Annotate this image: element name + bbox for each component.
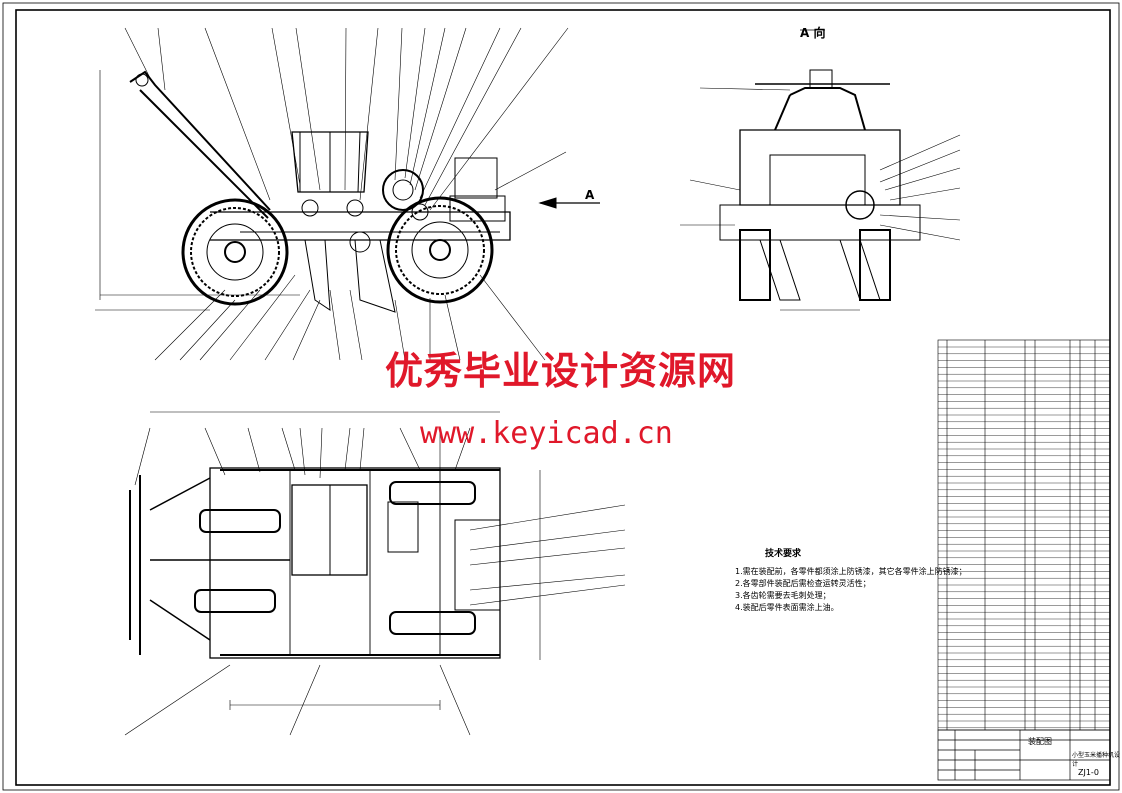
side-view — [95, 27, 600, 361]
tech-title: 技术要求 — [765, 549, 802, 559]
tech-item: 2.各零部件装配后需检查运转灵活性； — [735, 579, 871, 588]
parts-list-table — [937, 339, 1111, 731]
top-view — [124, 411, 626, 736]
tech-item: 1.需在装配前，各零件都须涂上防锈漆，其它各零件涂上防锈漆； — [735, 567, 967, 576]
tech-item: 4.装配后零件表面需涂上油。 — [735, 603, 839, 612]
inner-frame — [15, 9, 1111, 786]
direction-arrow-label: A — [585, 188, 595, 202]
parts-list-rows — [938, 346, 1110, 728]
tech-item: 3.各齿轮需要去毛刺处理； — [735, 591, 831, 600]
technical-requirements: 技术要求 1.需在装配前，各零件都须涂上防锈漆，其它各零件涂上防锈漆； 2.各零… — [735, 548, 967, 614]
product-name: 小型玉米播种机设计 — [1072, 752, 1121, 768]
watermark-title: 优秀毕业设计资源网 — [385, 349, 737, 393]
title-block — [937, 729, 1111, 781]
view-label: A 向 — [800, 26, 826, 40]
a-view — [680, 29, 961, 311]
watermark-url: www.keyicad.cn — [420, 416, 673, 451]
drawing-number: ZJ1-0 — [1078, 768, 1099, 777]
drawing-name: 装配图 — [1028, 737, 1052, 746]
